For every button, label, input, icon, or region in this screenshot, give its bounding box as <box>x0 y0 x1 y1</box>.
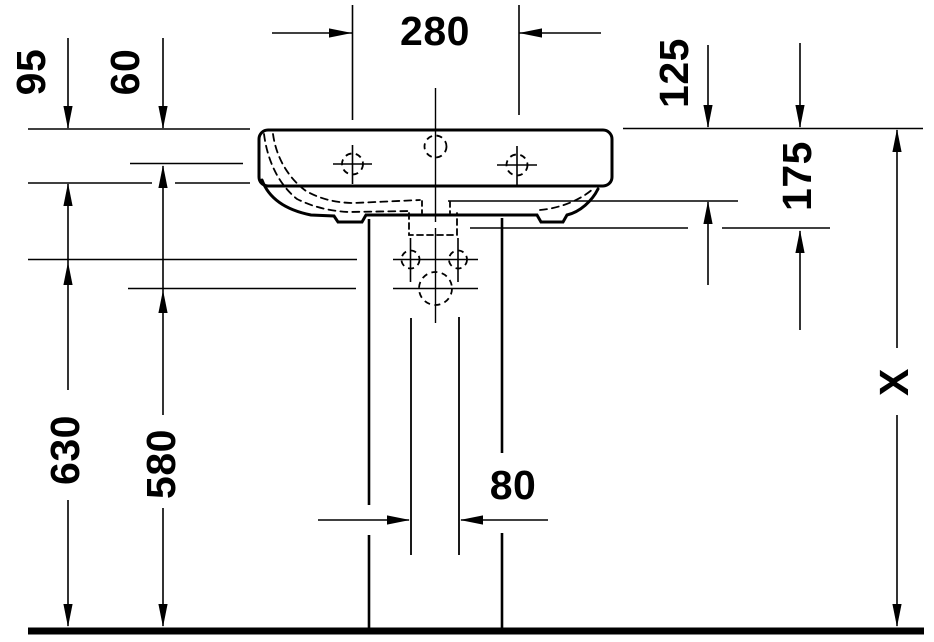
dim-label-80: 80 <box>490 462 537 508</box>
tap-hole-left-icon <box>341 152 364 176</box>
arrowhead-x-top <box>892 129 902 152</box>
dim-label-630: 630 <box>42 415 88 485</box>
dim-label-125: 125 <box>651 38 697 108</box>
outlet-flange-dashed-box <box>408 212 458 236</box>
bowl-section-dashed-outer <box>263 133 412 213</box>
arrowhead-95-top <box>63 106 73 129</box>
arrowhead-580-bottom <box>158 604 168 627</box>
arrowhead-x-bottom <box>892 604 902 627</box>
arrowhead-630-bottom <box>63 604 73 627</box>
waste-outlet-icon <box>418 271 453 306</box>
arrowhead-60-bottom <box>158 165 168 188</box>
arrowhead-175-top <box>795 105 805 128</box>
dim-label-580: 580 <box>138 429 184 499</box>
dim-label-175: 175 <box>774 141 820 211</box>
arrowhead-125-top <box>703 105 713 128</box>
arrowhead-175-bottom <box>795 230 805 253</box>
basin-bowl-underside-outline <box>260 178 600 224</box>
arrowhead-60-top <box>158 106 168 129</box>
bowl-section-dashed-inner <box>272 133 421 204</box>
arrowhead-95-bottom <box>63 183 73 206</box>
arrowhead-630-top <box>63 262 73 285</box>
fixing-hole-right-icon <box>448 249 468 270</box>
tap-hole-center-icon <box>423 134 448 159</box>
tap-hole-right-icon <box>505 153 529 177</box>
dim-label-280: 280 <box>400 8 470 54</box>
arrowhead-580-top <box>158 290 168 313</box>
arrowhead-280-right <box>519 28 542 38</box>
arrowhead-125-bottom <box>703 201 713 224</box>
basin-body-outline <box>257 128 614 188</box>
dim-label-60: 60 <box>102 49 148 96</box>
dim-label-x: X <box>871 368 917 396</box>
arrowhead-80-right <box>460 515 483 525</box>
bowl-section-dashed-right <box>539 187 595 211</box>
fixing-hole-left-icon <box>400 249 421 270</box>
arrowhead-80-left <box>387 515 410 525</box>
dim-label-95: 95 <box>8 49 54 96</box>
arrowhead-280-left <box>329 28 352 38</box>
